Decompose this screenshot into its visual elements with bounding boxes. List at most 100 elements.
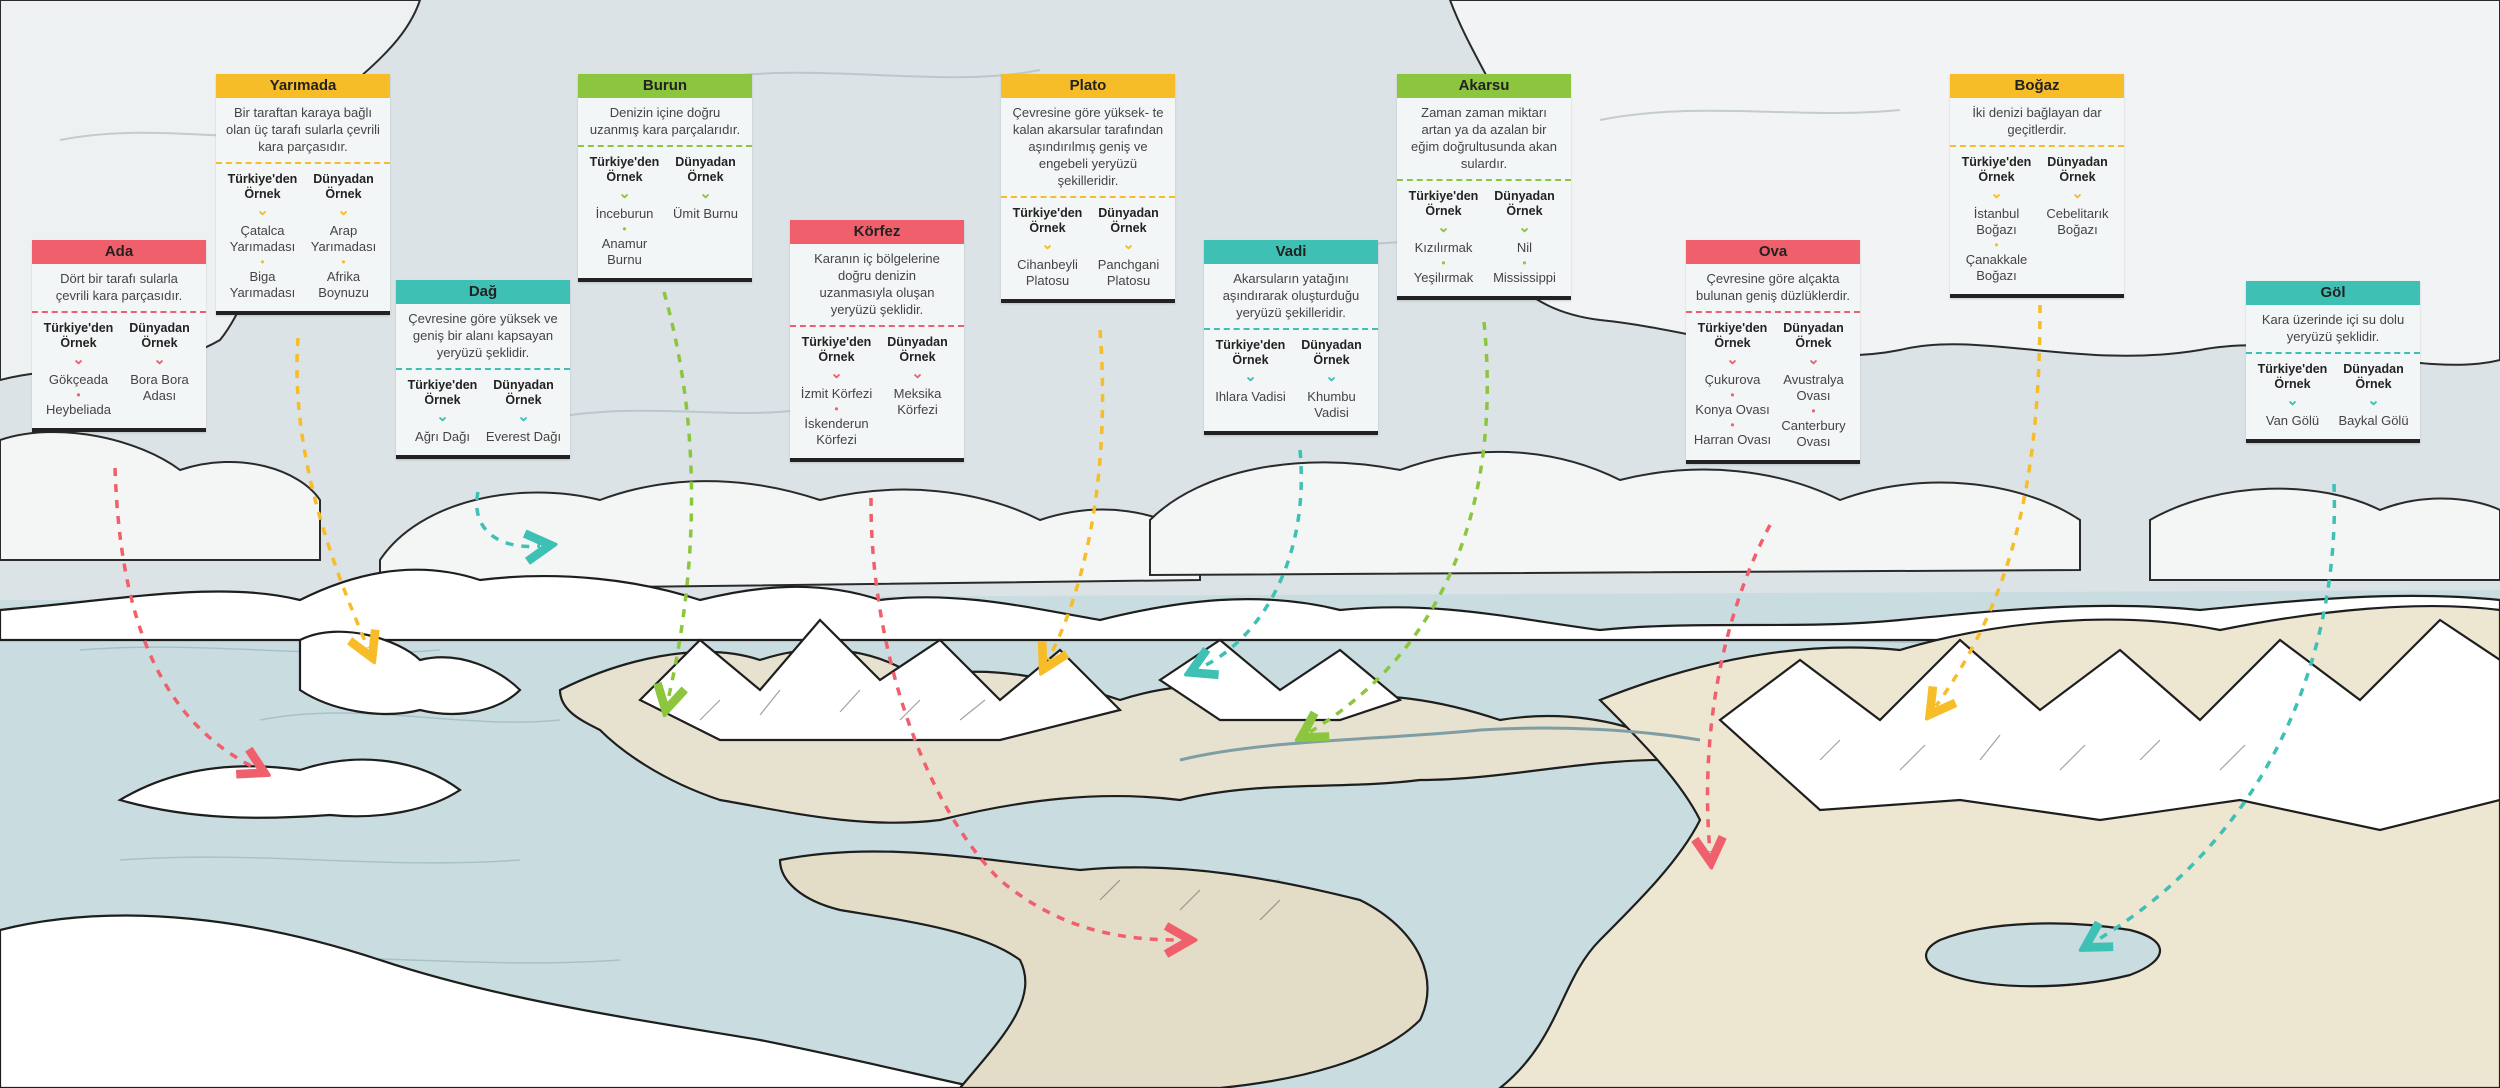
example-item: Yeşilırmak <box>1413 270 1474 285</box>
bullet-icon: • <box>76 388 81 402</box>
card-title: Vadi <box>1204 240 1378 264</box>
card-examples: Türkiye'den Örnek ⌄ İzmit Körfezi • İske… <box>790 327 964 458</box>
card-ova: Ova Çevresine göre alçakta bulunan geniş… <box>1686 240 1860 464</box>
example-item: Biga Yarımadası <box>229 269 296 300</box>
card-description: Akarsuların yatağını aşındırarak oluştur… <box>1204 264 1378 330</box>
card-title: Ova <box>1686 240 1860 264</box>
turkey-examples-label: Türkiye'den Örnek <box>801 335 872 364</box>
card-title: Yarımada <box>216 74 390 98</box>
example-item: Mississippi <box>1493 270 1556 285</box>
bullet-icon: • <box>1522 256 1527 270</box>
turkey-examples-label: Türkiye'den Örnek <box>1215 338 1286 367</box>
turkey-examples: Türkiye'den Örnek ⌄ Çukurova • Konya Ova… <box>1692 321 1773 450</box>
chevron-down-icon: ⌄ <box>1990 185 2003 202</box>
chevron-down-icon: ⌄ <box>436 408 449 425</box>
example-item: Afrika Boynuzu <box>318 269 369 300</box>
example-item: Çukurova <box>1704 372 1761 387</box>
example-item: Çatalca Yarımadası <box>229 223 296 254</box>
chevron-down-icon: ⌄ <box>1041 236 1054 253</box>
land-hatching <box>699 689 2246 921</box>
card-examples: Türkiye'den Örnek ⌄ Kızılırmak • Yeşilır… <box>1397 181 1571 296</box>
example-item: Çanakkale Boğazı <box>1965 252 2028 283</box>
bullet-icon: • <box>622 222 627 236</box>
example-item: Harran Ovası <box>1693 432 1772 447</box>
example-item: Van Gölü <box>2265 413 2320 428</box>
card-dag: Dağ Çevresine göre yüksek ve geniş bir a… <box>396 280 570 459</box>
chevron-down-icon: ⌄ <box>830 365 843 382</box>
bullet-icon: • <box>260 255 265 269</box>
turkey-examples-label: Türkiye'den Örnek <box>1697 321 1768 350</box>
korfez-arrow <box>869 497 1180 940</box>
card-description: Kara üzerinde içi su dolu yeryüzü şeklid… <box>2246 305 2420 354</box>
chevron-down-icon: ⌄ <box>1518 219 1531 236</box>
card-title: Akarsu <box>1397 74 1571 98</box>
turkey-examples: Türkiye'den Örnek ⌄ Cihanbeyli Platosu <box>1007 206 1088 289</box>
turkey-examples: Türkiye'den Örnek ⌄ Kızılırmak • Yeşilır… <box>1403 189 1484 286</box>
example-item: Avustralya Ovası <box>1783 372 1844 403</box>
world-examples: Dünyadan Örnek ⌄ Meksika Körfezi <box>877 335 958 448</box>
card-title: Plato <box>1001 74 1175 98</box>
chevron-down-icon: ⌄ <box>1807 351 1820 368</box>
card-examples: Türkiye'den Örnek ⌄ Ağrı Dağı Dünyadan Ö… <box>396 370 570 455</box>
turkey-examples: Türkiye'den Örnek ⌄ Gökçeada • Heybeliad… <box>38 321 119 418</box>
turkey-examples-label: Türkiye'den Örnek <box>589 155 660 184</box>
example-item: Nil <box>1516 240 1533 255</box>
card-akarsu: Akarsu Zaman zaman miktarı artan ya da a… <box>1397 74 1571 300</box>
card-bogaz: Boğaz İki denizi bağlayan dar geçitlerdi… <box>1950 74 2124 298</box>
turkey-examples-label: Türkiye'den Örnek <box>2257 362 2328 391</box>
world-examples: Dünyadan Örnek ⌄ Nil • Mississippi <box>1484 189 1565 286</box>
example-item: İnceburun <box>595 206 654 221</box>
world-examples-label: Dünyadan Örnek <box>129 321 190 350</box>
bullet-icon: • <box>1441 256 1446 270</box>
turkey-examples: Türkiye'den Örnek ⌄ Ağrı Dağı <box>402 378 483 445</box>
chevron-down-icon: ⌄ <box>517 408 530 425</box>
card-examples: Türkiye'den Örnek ⌄ Gökçeada • Heybeliad… <box>32 313 206 428</box>
world-examples-label: Dünyadan Örnek <box>1301 338 1362 367</box>
world-examples: Dünyadan Örnek ⌄ Cebelitarık Boğazı <box>2037 155 2118 284</box>
world-examples-label: Dünyadan Örnek <box>2047 155 2108 184</box>
card-title: Boğaz <box>1950 74 2124 98</box>
world-examples: Dünyadan Örnek ⌄ Bora Bora Adası <box>119 321 200 418</box>
card-description: Denizin içine doğru uzanmış kara parçala… <box>578 98 752 147</box>
example-item: Cebelitarık Boğazı <box>2046 206 2109 237</box>
turkey-examples: Türkiye'den Örnek ⌄ Çatalca Yarımadası •… <box>222 172 303 301</box>
example-item: İstanbul Boğazı <box>1973 206 2020 237</box>
turkey-examples: Türkiye'den Örnek ⌄ İnceburun • Anamur B… <box>584 155 665 268</box>
plato-arrow <box>1048 329 1105 660</box>
bullet-icon: • <box>1730 388 1735 402</box>
turkey-examples-label: Türkiye'den Örnek <box>407 378 478 407</box>
card-examples: Türkiye'den Örnek ⌄ İnceburun • Anamur B… <box>578 147 752 278</box>
example-item: Meksika Körfezi <box>893 386 942 417</box>
example-item: Panchgani Platosu <box>1097 257 1160 288</box>
world-examples: Dünyadan Örnek ⌄ Baykal Gölü <box>2333 362 2414 429</box>
burun-arrow <box>664 291 694 700</box>
chevron-down-icon: ⌄ <box>153 351 166 368</box>
bullet-icon: • <box>1811 404 1816 418</box>
world-examples: Dünyadan Örnek ⌄ Panchgani Platosu <box>1088 206 1169 289</box>
bullet-icon: • <box>1994 238 1999 252</box>
world-examples-label: Dünyadan Örnek <box>313 172 374 201</box>
example-item: Konya Ovası <box>1695 402 1770 417</box>
card-title: Körfez <box>790 220 964 244</box>
chevron-down-icon: ⌄ <box>72 351 85 368</box>
turkey-examples: Türkiye'den Örnek ⌄ Van Gölü <box>2252 362 2333 429</box>
card-gol: Göl Kara üzerinde içi su dolu yeryüzü şe… <box>2246 281 2420 443</box>
example-item: Ağrı Dağı <box>415 429 470 444</box>
chevron-down-icon: ⌄ <box>1726 351 1739 368</box>
chevron-down-icon: ⌄ <box>1122 236 1135 253</box>
dag-arrow <box>474 491 540 547</box>
yarimada-arrow <box>295 337 368 648</box>
bullet-icon: • <box>341 255 346 269</box>
world-examples-label: Dünyadan Örnek <box>1783 321 1844 350</box>
example-item: Ümit Burnu <box>672 206 739 221</box>
example-item: Cihanbeyli Platosu <box>1017 257 1078 288</box>
world-examples-label: Dünyadan Örnek <box>887 335 948 364</box>
example-item: Canterbury Ovası <box>1781 418 1846 449</box>
akarsu-arrow <box>1310 321 1490 732</box>
example-item: Heybeliada <box>45 402 112 417</box>
bullet-icon: • <box>834 402 839 416</box>
card-title: Göl <box>2246 281 2420 305</box>
world-examples: Dünyadan Örnek ⌄ Arap Yarımadası • Afrik… <box>303 172 384 301</box>
chevron-down-icon: ⌄ <box>337 202 350 219</box>
card-description: İki denizi bağlayan dar geçitlerdir. <box>1950 98 2124 147</box>
